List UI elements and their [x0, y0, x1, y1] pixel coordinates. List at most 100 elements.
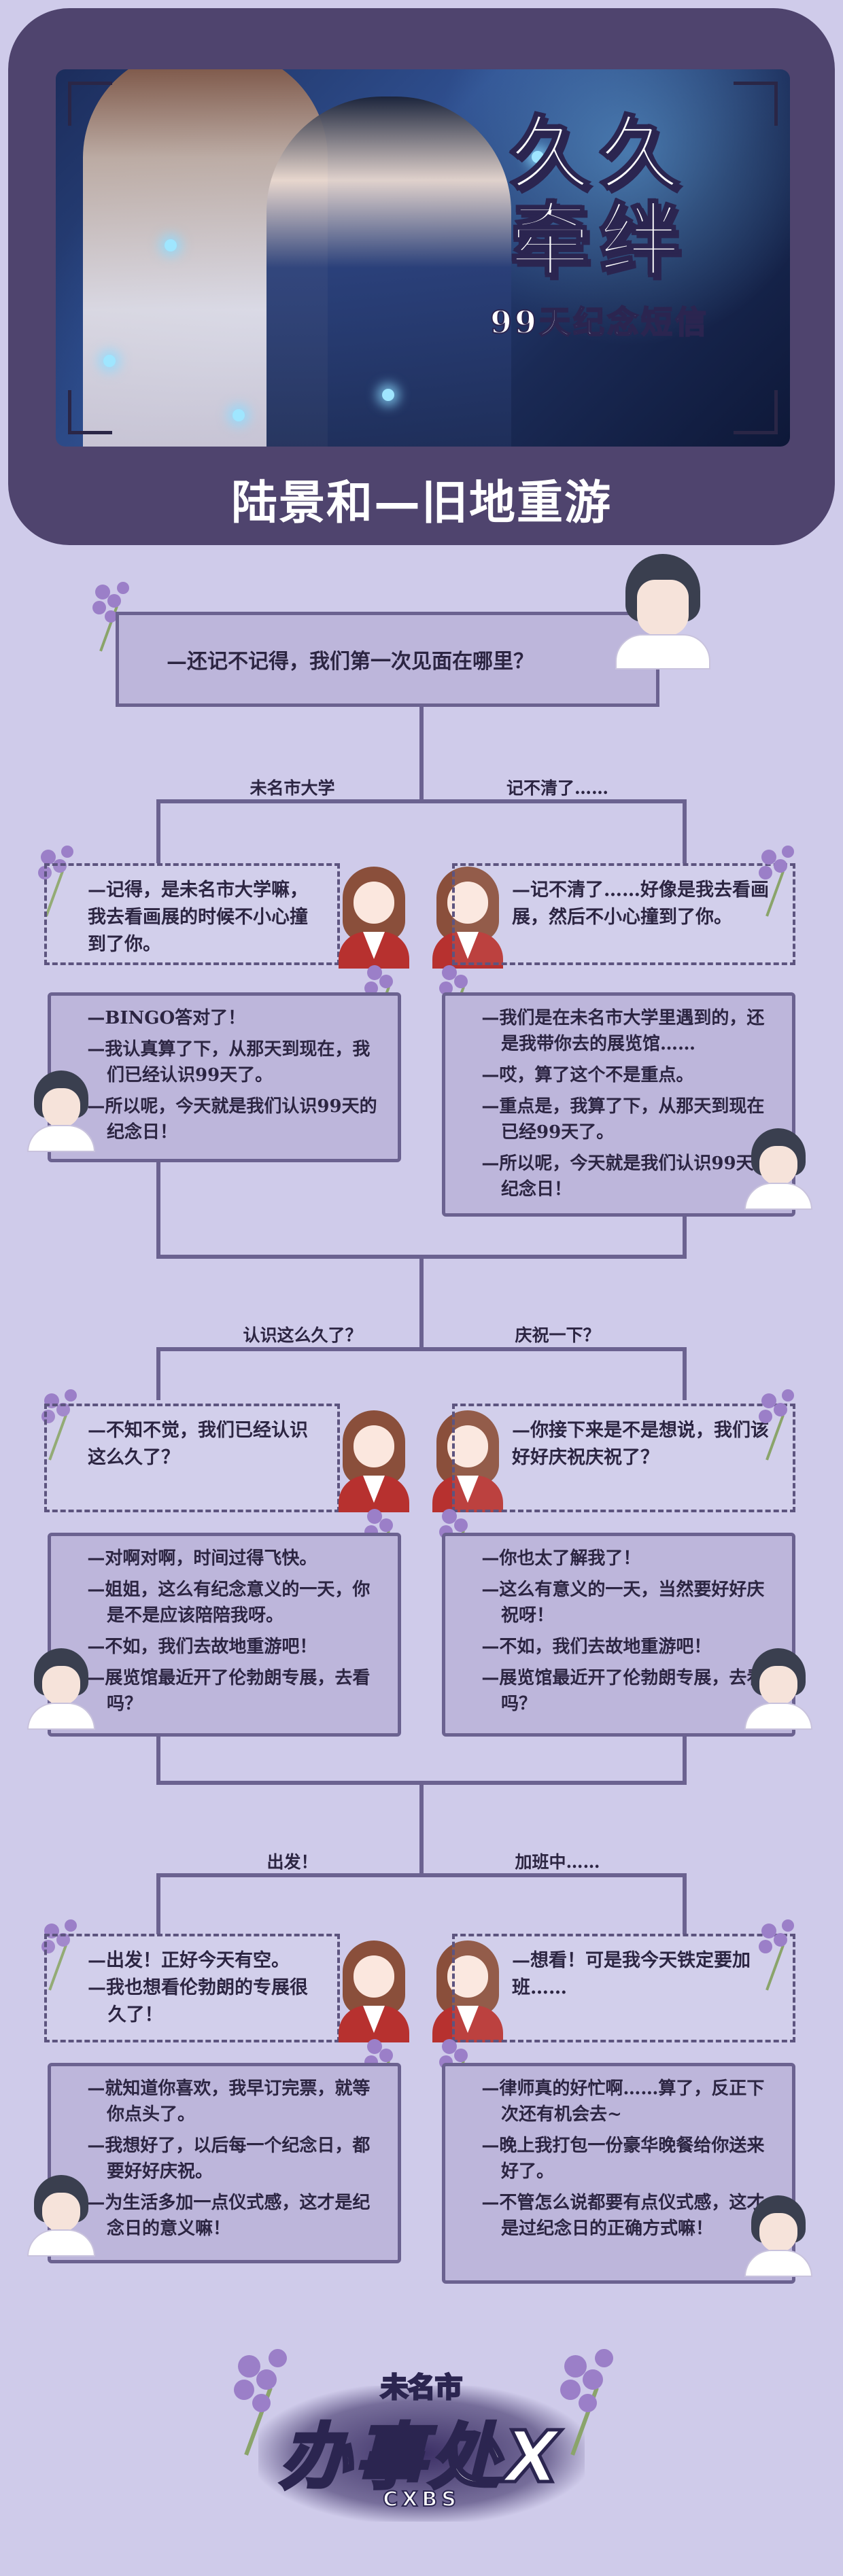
answer-line: 不如，我们去故地重游吧！: [466, 1634, 778, 1660]
tree-line: [156, 1347, 160, 1400]
male-avatar: [741, 2195, 816, 2277]
lavender-decoration: [748, 1917, 802, 1991]
frame-corner: [734, 390, 778, 434]
answer-box-left: BINGO答对了！ 我认真算了下，从那天到现在，我们已经认识99天了。 所以呢，…: [48, 992, 401, 1162]
tree-line: [419, 707, 424, 802]
male-avatar: [741, 1128, 816, 1210]
answer-line: 所以呢，今天就是我们认识99天的纪念日！: [466, 1151, 778, 1202]
answer-line: 为生活多加一点仪式感，这才是纪念日的意义嘛！: [71, 2190, 384, 2242]
answer-box-left: 就知道你喜欢，我早订完票，就等你点头了。 我想好了，以后每一个纪念日，都要好好庆…: [48, 2063, 401, 2263]
tree-line: [683, 1347, 687, 1400]
answer-line: 不管怎么说都要有点仪式感，这才是过纪念日的正确方式嘛！: [466, 2190, 778, 2242]
answer-line: 我们是在未名市大学里遇到的，还是我带你去的展览馆……: [466, 1005, 778, 1057]
tree-line: [419, 1255, 424, 1350]
female-avatar: [333, 1940, 415, 2042]
male-avatar: [24, 1648, 99, 1730]
title-line-2: 牵绊: [509, 194, 689, 288]
character-boy-illustration: [266, 97, 511, 447]
reply-line: —出发！正好今天有空。: [88, 1950, 290, 1971]
logo-main-text: 办事处X: [278, 2414, 564, 2501]
title-block: 久久 牵绊 99天纪念短信: [457, 107, 742, 343]
answer-line: BINGO答对了！: [71, 1005, 384, 1031]
reply-box-left: —出发！正好今天有空。 —我也想看伦勃朗的专展很久了！: [44, 1934, 340, 2042]
title-line-1: 久久: [509, 107, 689, 201]
reply-box-right: —你接下来是不是想说，我们该好好庆祝庆祝了？: [452, 1404, 795, 1512]
female-avatar: [427, 867, 509, 969]
female-avatar: [427, 1410, 509, 1512]
answer-box-right: 我们是在未名市大学里遇到的，还是我带你去的展览馆…… 哎，算了这个不是重点。 重…: [442, 992, 795, 1217]
answer-line: 我想好了，以后每一个纪念日，都要好好庆祝。: [71, 2133, 384, 2185]
footer-logo: 未名市 办事处X CXBS: [204, 2345, 639, 2562]
answer-line: 就知道你喜欢，我早订完票，就等你点头了。: [71, 2076, 384, 2127]
choice-label-left[interactable]: 认识这么久了？: [243, 1325, 362, 1345]
lavender-decoration: [748, 1387, 802, 1461]
title-subtitle: 99天纪念短信: [489, 303, 709, 341]
male-avatar: [612, 554, 714, 669]
female-avatar: [333, 867, 415, 969]
answer-box-left: 对啊对啊，时间过得飞快。 姐姐，这么有纪念意义的一天，你是不是应该陪陪我呀。 不…: [48, 1533, 401, 1737]
tree-line: [156, 1873, 160, 1934]
glow-particle: [165, 239, 177, 251]
reply-box-left: —不知不觉，我们已经认识这么久了？: [44, 1404, 340, 1512]
tree-line: [683, 1737, 687, 1784]
tree-line: [156, 799, 160, 863]
frame-corner: [68, 390, 112, 434]
choice-label-left[interactable]: 未名市大学: [250, 778, 335, 798]
answer-line: 这么有意义的一天，当然要好好庆祝呀！: [466, 1577, 778, 1629]
choice-label-right[interactable]: 加班中……: [515, 1852, 600, 1872]
answer-line: 律师真的好忙啊……算了，反正下次还有机会去~: [466, 2076, 778, 2127]
glow-particle: [103, 355, 116, 367]
tree-line: [156, 1162, 160, 1257]
answer-line: 你也太了解我了！: [466, 1546, 778, 1571]
glow-particle: [532, 151, 544, 163]
tree-line: [419, 1781, 424, 1876]
glow-particle: [382, 389, 394, 401]
answer-line: 我认真算了下，从那天到现在，我们已经认识99天了。: [71, 1037, 384, 1088]
reply-line: —我也想看伦勃朗的专展很久了！: [88, 1977, 308, 2025]
answer-line: 哎，算了这个不是重点。: [466, 1062, 778, 1088]
tree-line: [683, 1873, 687, 1934]
lavender-decoration: [218, 2345, 299, 2457]
frame-corner: [734, 82, 778, 126]
route-title: 陆景和—旧地重游: [230, 476, 612, 530]
choice-label-right[interactable]: 记不清了……: [506, 778, 608, 798]
lavender-decoration: [354, 958, 408, 1033]
tree-line: [156, 1737, 160, 1784]
answer-line: 重点是，我算了下，从那天到现在已经99天了。: [466, 1094, 778, 1145]
tree-line: [683, 799, 687, 863]
reply-box-left: —记得，是未名市大学嘛，我去看画展的时候不小心撞到了你。: [44, 863, 340, 965]
lavender-decoration: [544, 2345, 625, 2457]
banner-illustration: 久久 牵绊 99天纪念短信: [56, 69, 790, 447]
lavender-decoration: [428, 958, 483, 1033]
tree-line: [683, 1217, 687, 1257]
frame-corner: [68, 82, 112, 126]
logo-backdrop: [258, 2386, 585, 2522]
reply-box-right: —记不清了……好像是我去看画展，然后不小心撞到了你。: [452, 863, 795, 965]
question-box-1: —还记不记得，我们第一次见面在哪里？: [116, 612, 659, 707]
question-text: —还记不记得，我们第一次见面在哪里？: [167, 650, 534, 674]
answer-line: 对啊对啊，时间过得飞快。: [71, 1546, 384, 1571]
reply-box-right: —想看！可是我今天铁定要加班……: [452, 1934, 795, 2042]
header-card: 久久 牵绊 99天纪念短信 陆景和—旧地重游: [8, 8, 835, 545]
logo-sub-text: CXBS: [382, 2487, 460, 2512]
male-avatar: [24, 2175, 99, 2257]
male-avatar: [24, 1071, 99, 1152]
answer-box-right: 你也太了解我了！ 这么有意义的一天，当然要好好庆祝呀！ 不如，我们去故地重游吧！…: [442, 1533, 795, 1737]
glow-particle: [233, 409, 245, 421]
male-avatar: [741, 1648, 816, 1730]
logo-top-text: 未名市: [380, 2371, 464, 2405]
choice-label-right[interactable]: 庆祝一下？: [515, 1325, 600, 1345]
answer-line: 姐姐，这么有纪念意义的一天，你是不是应该陪陪我呀。: [71, 1577, 384, 1629]
answer-line: 展览馆最近开了伦勃朗专展，去看吗？: [71, 1665, 384, 1717]
choice-label-left[interactable]: 出发！: [266, 1852, 318, 1872]
answer-line: 展览馆最近开了伦勃朗专展，去看吗？: [466, 1665, 778, 1717]
answer-box-right: 律师真的好忙啊……算了，反正下次还有机会去~ 晚上我打包一份豪华晚餐给你送来好了…: [442, 2063, 795, 2284]
tree-line: [156, 1873, 687, 1877]
answer-line: 不如，我们去故地重游吧！: [71, 1634, 384, 1660]
tree-line: [156, 1347, 687, 1351]
female-avatar: [333, 1410, 415, 1512]
lavender-decoration: [82, 578, 136, 652]
answer-line: 所以呢，今天就是我们认识99天的纪念日！: [71, 1094, 384, 1145]
answer-line: 晚上我打包一份豪华晚餐给你送来好了。: [466, 2133, 778, 2185]
tree-line: [156, 799, 687, 803]
